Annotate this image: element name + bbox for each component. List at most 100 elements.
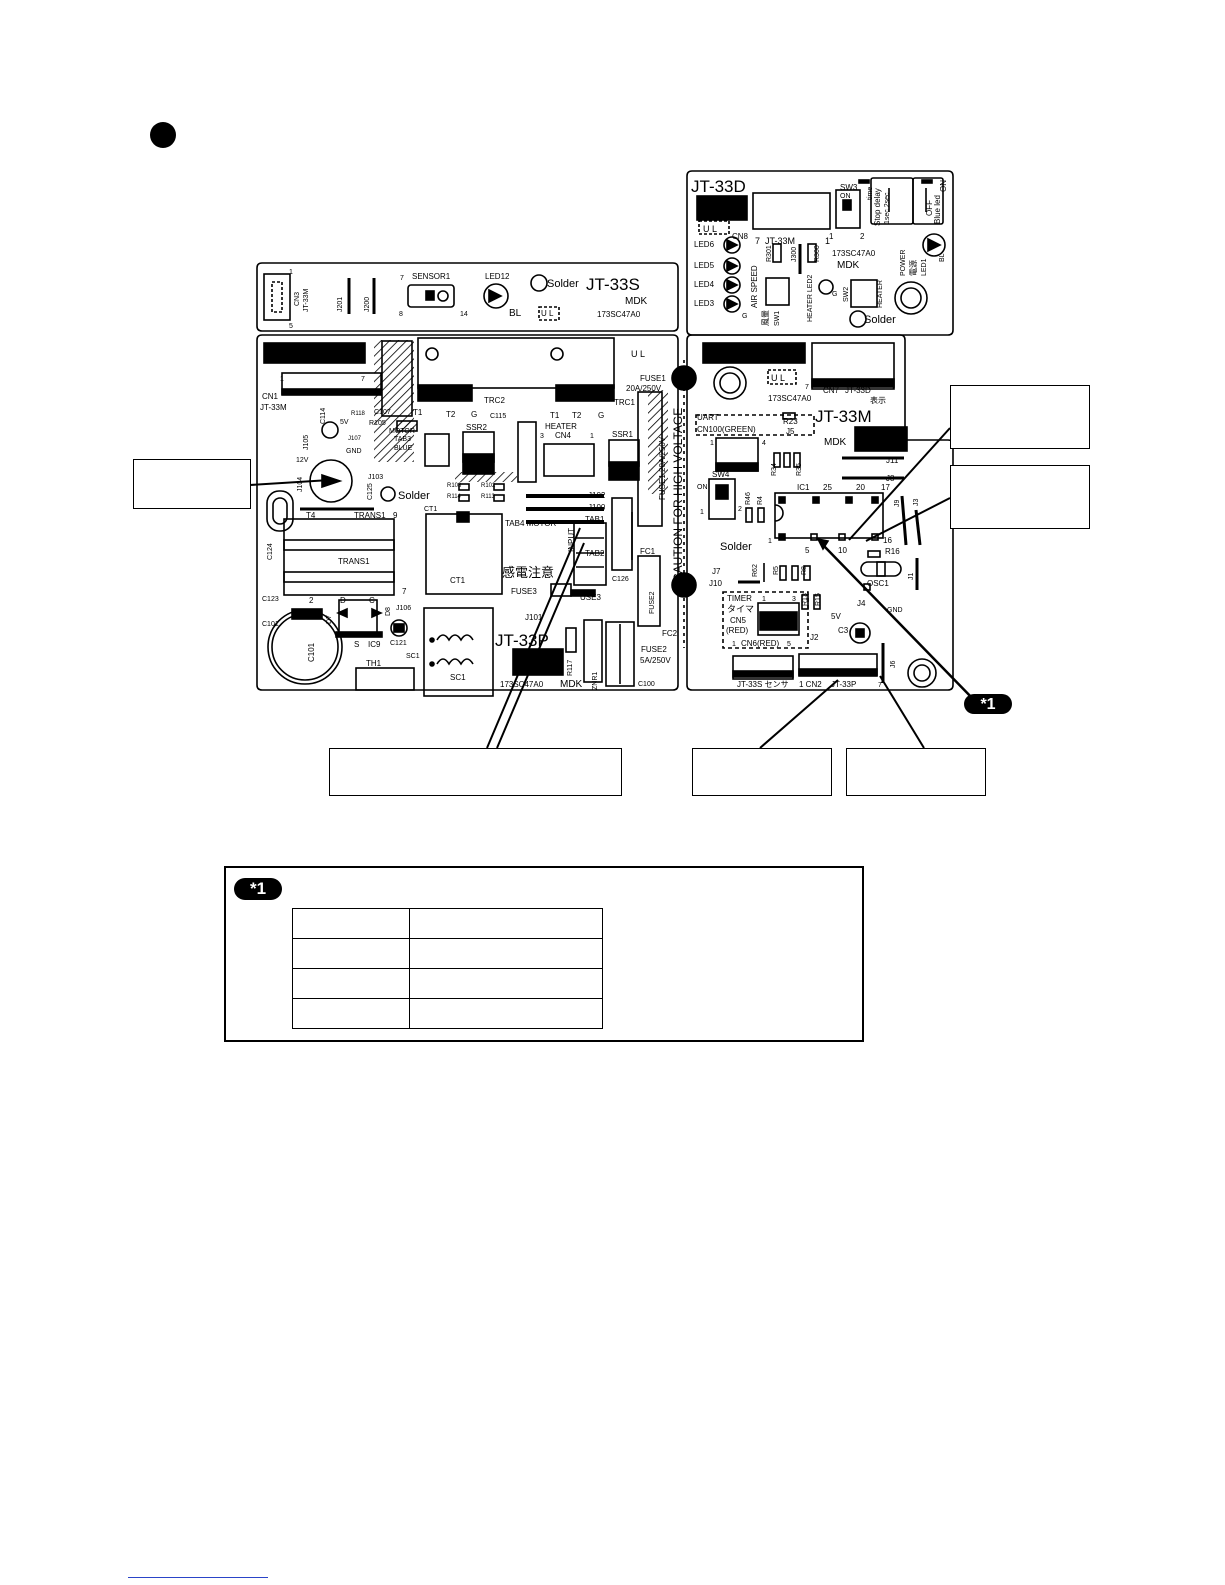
jt33p-t1: T1 (413, 408, 423, 417)
table-cell (409, 968, 603, 999)
jt33m-r46: R46 (745, 492, 752, 505)
jt33p-ct1-top: CT1 (424, 506, 437, 513)
jt33m-pin1: 1 (891, 384, 895, 391)
section-bullet (150, 122, 176, 148)
jt33d-heater-led-g: G (832, 291, 837, 298)
jt33s-j200: J200 (364, 297, 371, 312)
jt33p-maker: MDK (560, 679, 583, 690)
jt33m-cn5-pin3: 3 (792, 596, 796, 603)
jt33m-j1: J1 (908, 573, 915, 581)
jt33p-fuse1: FUSE1 (640, 374, 666, 383)
jt33p-c107: C107 (374, 409, 391, 416)
jt33p-t2: T2 (446, 410, 456, 419)
jt33m-cn100-pin1: 1 (710, 440, 714, 447)
jt33p-cn4: CN4 (555, 431, 572, 440)
jt33p-trans1: TRANS1 (338, 557, 370, 566)
jt33m-ic1-pin1: 1 (768, 538, 772, 545)
jt33p-j103: J103 (368, 474, 383, 481)
jt33m-j2: J2 (810, 633, 819, 642)
jt33m-cn5-pin1: 1 (762, 596, 766, 603)
jt33d-led1: LED1 (921, 258, 928, 276)
jt33m-ul: U L (771, 373, 785, 383)
note-table (292, 908, 603, 1029)
jt33m-cn100: CN100(GREEN) (697, 425, 756, 434)
jt33p-t4: T4 (306, 511, 316, 520)
jt33d-led3-g: G (742, 313, 747, 320)
jt33p-znr1: ZNR1 (592, 672, 599, 690)
jt33p-title: JT-33P (495, 631, 549, 650)
jt33p-j107: J107 (348, 436, 362, 442)
jt33d-title: JT-33D (691, 177, 746, 196)
jt33p-ssr2: SSR2 (466, 423, 487, 432)
jt33s-pin5: 5 (289, 323, 293, 330)
jt33p-c123: C123 (262, 596, 279, 603)
jt33p-r118: R118 (351, 411, 366, 417)
jt33d-led5: LED5 (694, 261, 715, 270)
jt33m-taima: タイマ (727, 604, 754, 614)
jt33p-ic9: IC9 (368, 640, 381, 649)
jt33d-r300: R300 (814, 245, 821, 262)
jt33s-pin1: 1 (289, 269, 293, 276)
callout-box-left (133, 459, 251, 509)
jt33p-j105: J105 (303, 435, 310, 450)
jt33m-solder: Solder (720, 541, 752, 553)
table-row (292, 938, 603, 969)
jt33p-model-code: 173SC47A0 (500, 680, 544, 689)
jt33d-cn8-pin7: 7 (755, 236, 760, 246)
jt33p-fuse2-box: FUSE2 (649, 591, 656, 614)
jt33d-ul: U L (703, 224, 717, 234)
jt33m-sw4-pin1: 1 (700, 509, 704, 516)
board-jt33s (256, 262, 679, 332)
jt33d-blue-led: Blue led (933, 195, 942, 224)
jt33p-r108: R108 (447, 483, 462, 489)
jt33d-led3: LED3 (694, 299, 715, 308)
jt33d-bl: BL (939, 253, 946, 262)
jt33m-timer: TIMER (727, 594, 752, 603)
jt33p-sc1: SC1 (450, 673, 466, 682)
jt33p-pin2: 2 (309, 596, 314, 605)
jt33m-osc1: OSC1 (867, 579, 889, 588)
jt33p-solder: Solder (398, 490, 430, 502)
jt33p-c125: C125 (367, 483, 374, 500)
jt33p-t1b: T1 (550, 411, 560, 420)
jt33m-5v: 5V (831, 612, 841, 621)
jt33m-ic1-pin5: 5 (805, 546, 810, 555)
jt33m-j8: J8 (886, 474, 895, 483)
jt33p-cn1-ref: JT-33M (260, 403, 287, 412)
jt33p-trc1: TRC1 (614, 398, 635, 407)
jt33d-j300: J300 (791, 247, 798, 262)
jt33m-on: ON (697, 484, 708, 491)
jt33m-j4: J4 (857, 599, 866, 608)
jt33p-fuse2: FUSE2 (641, 645, 667, 654)
jt33p-pin7: 7 (402, 587, 407, 596)
jt33p-kanden: 感電注意 (502, 565, 554, 580)
jt33p-trans1-top: TRANS1 (354, 511, 386, 520)
jt33m-r16: R16 (885, 547, 900, 556)
jt33m-cn2-ref: JT-33P (831, 680, 856, 689)
jt33d-on: ON (939, 180, 948, 192)
jt33p-cn1-pin1: 1 (280, 376, 284, 383)
jt33p-cn1-pin7: 7 (361, 376, 365, 383)
table-cell (292, 968, 410, 999)
jt33s-cn3-ref: JT-33M (303, 288, 310, 312)
jt33m-c3: C3 (838, 626, 849, 635)
jt33p-5v: 5V (340, 419, 349, 426)
jt33p-r105: R105 (369, 420, 386, 427)
jt33d-kaze: 風量 (761, 310, 770, 326)
jt33m-r34: R34 (771, 463, 778, 476)
jt33m-r35: R35 (796, 463, 803, 476)
jt33p-c126: C126 (612, 576, 629, 583)
jt33s-cn3: CN3 (294, 292, 301, 306)
jt33p-blue: BLUE (394, 445, 413, 452)
jt33m-ic1: IC1 (797, 483, 810, 492)
table-row (292, 908, 603, 939)
jt33s-bl: BL (509, 308, 522, 319)
jt33d-sw1: SW1 (774, 311, 781, 326)
jt33m-j3: J3 (913, 499, 920, 507)
jt33m-uart: UART (697, 413, 719, 422)
jt33p-gb: G (598, 411, 604, 420)
jt33s-pin8: 8 (399, 311, 403, 318)
jt33p-j100: J100 (588, 503, 606, 512)
jt33m-gnd: GND (887, 607, 903, 614)
jt33d-r301: R301 (766, 245, 773, 262)
